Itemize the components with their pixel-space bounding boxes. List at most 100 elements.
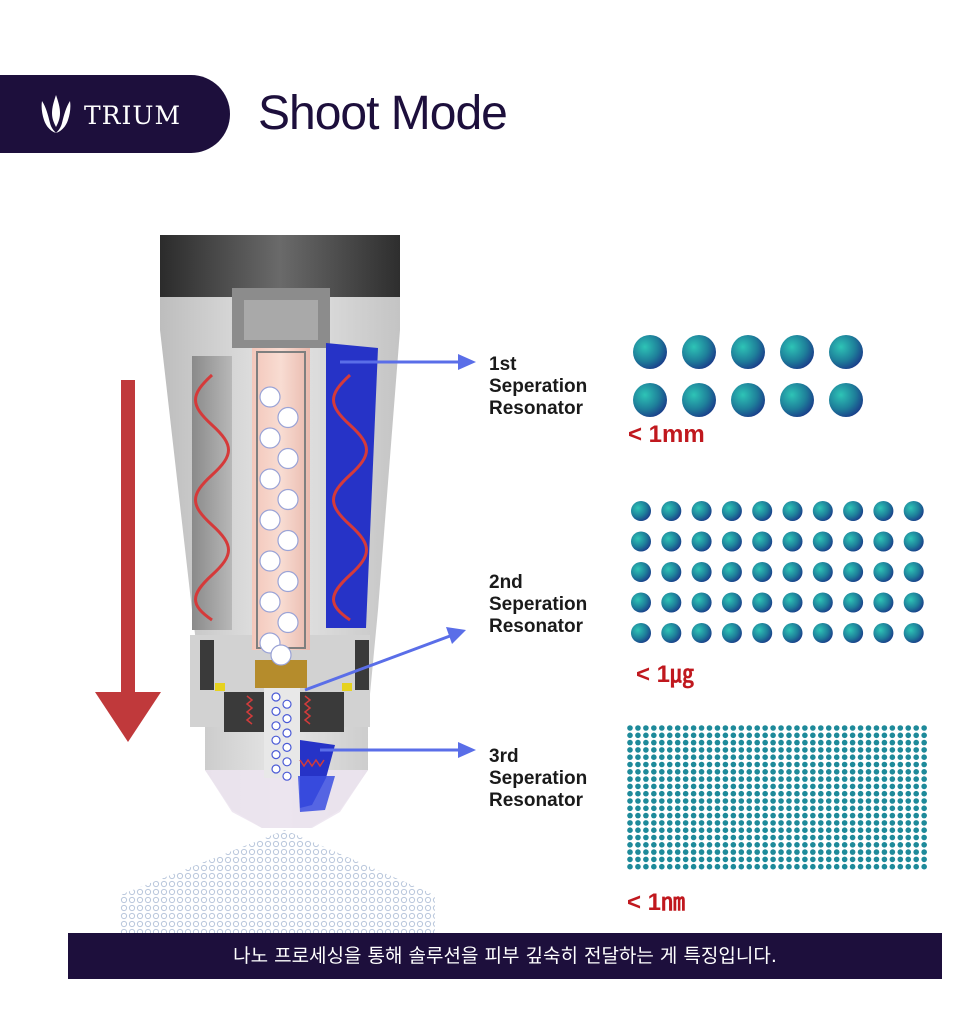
- particle-small: [666, 812, 673, 819]
- particle-small: [810, 827, 816, 833]
- particle-small: [857, 812, 864, 819]
- particle-small: [786, 790, 792, 797]
- particle-small: [682, 842, 689, 848]
- particle-small: [802, 769, 808, 775]
- particle-small: [722, 769, 729, 775]
- particle-small: [881, 856, 888, 863]
- particle-small: [746, 812, 753, 819]
- particle-small: [818, 739, 824, 746]
- particle-small: [802, 842, 808, 848]
- particle-small: [762, 805, 768, 812]
- particle-small: [921, 754, 927, 760]
- particle-medium: [843, 531, 864, 552]
- particle-small: [810, 776, 816, 782]
- particle-small: [651, 834, 657, 841]
- particle-small: [881, 732, 888, 739]
- particle-small: [730, 732, 737, 739]
- particle-small: [905, 761, 912, 768]
- particle-small: [778, 761, 784, 768]
- particle-medium: [691, 531, 712, 552]
- particle-small: [659, 747, 665, 753]
- resonator-waves: [194, 373, 368, 622]
- particle-small: [905, 798, 912, 804]
- particle-small: [666, 798, 673, 804]
- particle-small: [722, 776, 729, 782]
- particle-small: [810, 849, 816, 855]
- particle-small: [913, 739, 919, 746]
- particle-small: [738, 805, 745, 812]
- particle-small: [818, 776, 824, 782]
- particle-small: [921, 820, 927, 826]
- particle-small: [849, 732, 856, 739]
- particle-small: [706, 863, 713, 870]
- particle-small: [849, 863, 856, 870]
- particle-small: [714, 812, 721, 819]
- particle-small: [818, 812, 824, 819]
- particle-small: [778, 849, 784, 855]
- core-bubble: [277, 406, 299, 429]
- particle-small: [754, 856, 760, 863]
- particle-small: [802, 754, 808, 760]
- particle-small: [913, 812, 919, 819]
- particle-small: [810, 798, 816, 804]
- particle-small: [746, 820, 753, 826]
- particle-small: [889, 820, 896, 826]
- particle-small: [754, 790, 760, 797]
- particle-small: [905, 732, 912, 739]
- particle-small: [881, 769, 888, 775]
- particle-small: [849, 739, 856, 746]
- particle-small: [881, 776, 888, 782]
- particle-small: [786, 798, 792, 804]
- particle-small: [666, 754, 673, 760]
- particle-medium: [631, 592, 651, 613]
- particle-small: [666, 761, 673, 768]
- particle-small: [674, 820, 681, 826]
- particle-small: [841, 754, 848, 760]
- particle-small: [825, 834, 832, 841]
- particle-small: [913, 805, 919, 812]
- particle-small: [659, 783, 665, 790]
- particle-small: [690, 725, 697, 731]
- particle-small: [825, 725, 832, 731]
- particle-small: [786, 812, 792, 819]
- particle-small: [762, 820, 768, 826]
- particle-small: [706, 739, 713, 746]
- small-bubble: [282, 771, 292, 781]
- particle-small: [635, 769, 641, 775]
- particle-small: [666, 863, 673, 870]
- particle-large: [682, 335, 716, 369]
- particle-small: [786, 776, 792, 782]
- particle-small: [833, 820, 840, 826]
- particle-small: [762, 790, 768, 797]
- particle-small: [913, 863, 919, 870]
- particle-small: [627, 856, 633, 863]
- particle-small: [635, 834, 641, 841]
- particle-small: [738, 827, 745, 833]
- particle-small: [897, 812, 904, 819]
- particle-small: [794, 805, 800, 812]
- particle-small: [873, 769, 880, 775]
- particle-small: [690, 783, 697, 790]
- particle-medium: [903, 501, 924, 521]
- particle-small: [659, 761, 665, 768]
- particle-small: [921, 725, 927, 731]
- core-bubble: [270, 644, 292, 666]
- particle-small: [889, 798, 896, 804]
- particle-small: [643, 820, 649, 826]
- particle-small: [635, 739, 641, 746]
- particle-small: [659, 725, 665, 731]
- particle-small: [714, 856, 721, 863]
- particle-medium: [782, 592, 803, 613]
- particle-small: [865, 812, 872, 819]
- particle-small: [778, 776, 784, 782]
- particle-small: [770, 769, 776, 775]
- particle-small: [730, 761, 737, 768]
- particle-small: [674, 732, 681, 739]
- particle-small: [730, 820, 737, 826]
- particle-small: [635, 747, 641, 753]
- particle-small: [762, 798, 768, 804]
- particle-small: [698, 849, 705, 855]
- particle-small: [833, 863, 840, 870]
- particle-small: [651, 842, 657, 848]
- particle-small: [690, 834, 697, 841]
